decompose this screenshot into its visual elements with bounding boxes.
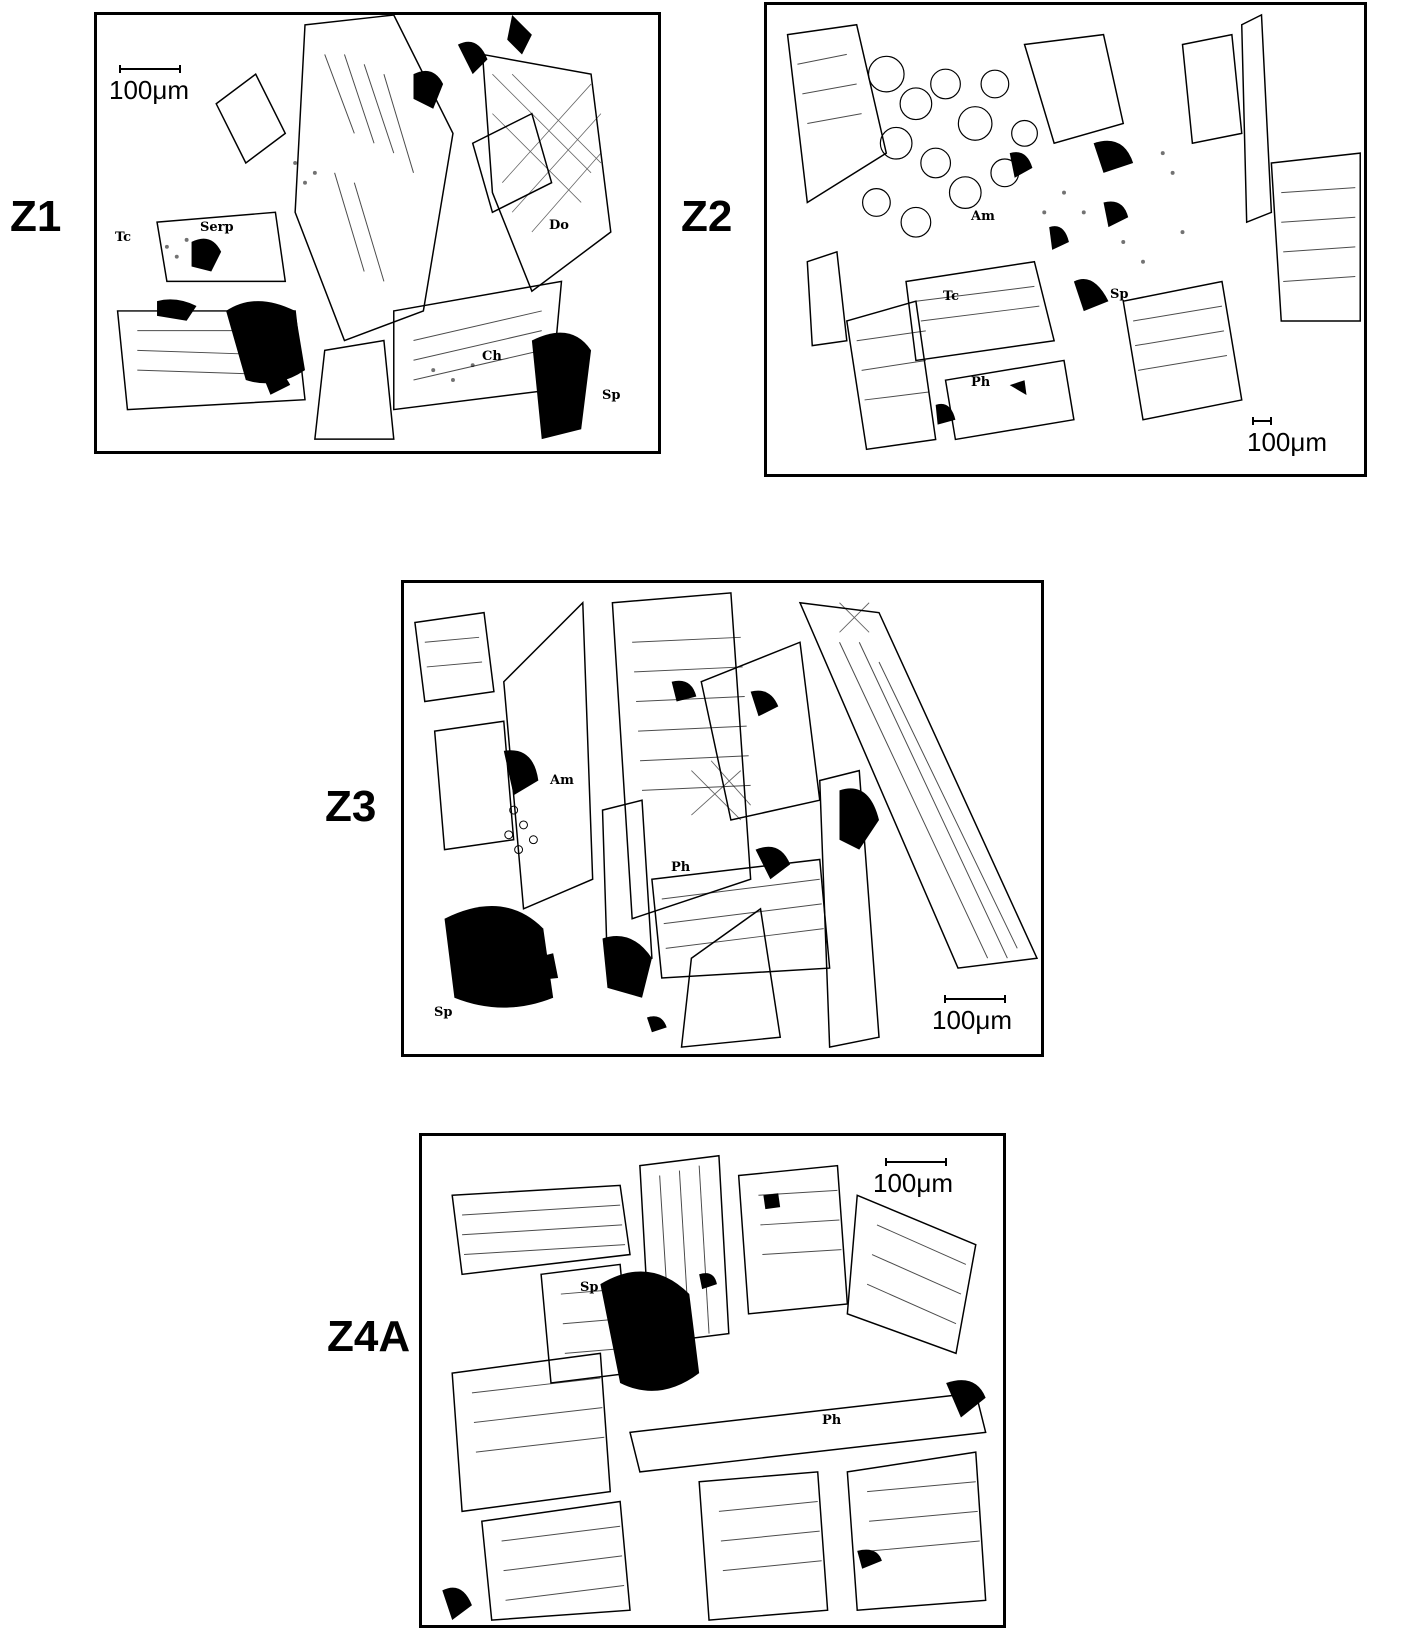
z3-scale-label: 100μm [932,1005,1012,1036]
micrograph-z2: 100μm Am Tc Sp Ph [764,2,1367,477]
z4a-mineral-sp: Sp [580,1280,598,1295]
panel-label-z1: Z1 [10,195,61,239]
z2-drawing [767,5,1364,474]
z1-mineral-tc: Tc [115,230,131,245]
z2-mineral-ph: Ph [971,375,990,390]
z3-mineral-ph: Ph [671,860,690,875]
z1-mineral-sp: Sp [602,388,620,403]
z1-scale-label: 100μm [109,75,189,106]
z1-mineral-ch: Ch [482,349,502,364]
panel-label-z4a: Z4A [327,1315,410,1359]
micrograph-z1: 100μm Tc Serp Do Ch Sp [94,12,661,454]
panel-label-z2: Z2 [681,195,732,239]
micrograph-z4a: 100μm Sp Ph [419,1133,1006,1628]
z4a-drawing [422,1136,1003,1625]
z3-mineral-sp: Sp [434,1005,452,1020]
micrograph-z3: 100μm Am Ph Sp [401,580,1044,1057]
z2-mineral-am: Am [971,209,995,224]
z4a-scale-label: 100μm [873,1168,953,1199]
z4a-mineral-ph: Ph [822,1413,841,1428]
z1-mineral-serp: Serp [200,220,234,235]
z3-drawing [404,583,1041,1054]
z1-mineral-do: Do [549,218,569,233]
z3-mineral-am: Am [550,773,574,788]
z2-mineral-tc: Tc [943,289,959,304]
z2-scale-label: 100μm [1247,427,1327,458]
z2-mineral-sp: Sp [1110,287,1128,302]
panel-label-z3: Z3 [325,785,376,829]
